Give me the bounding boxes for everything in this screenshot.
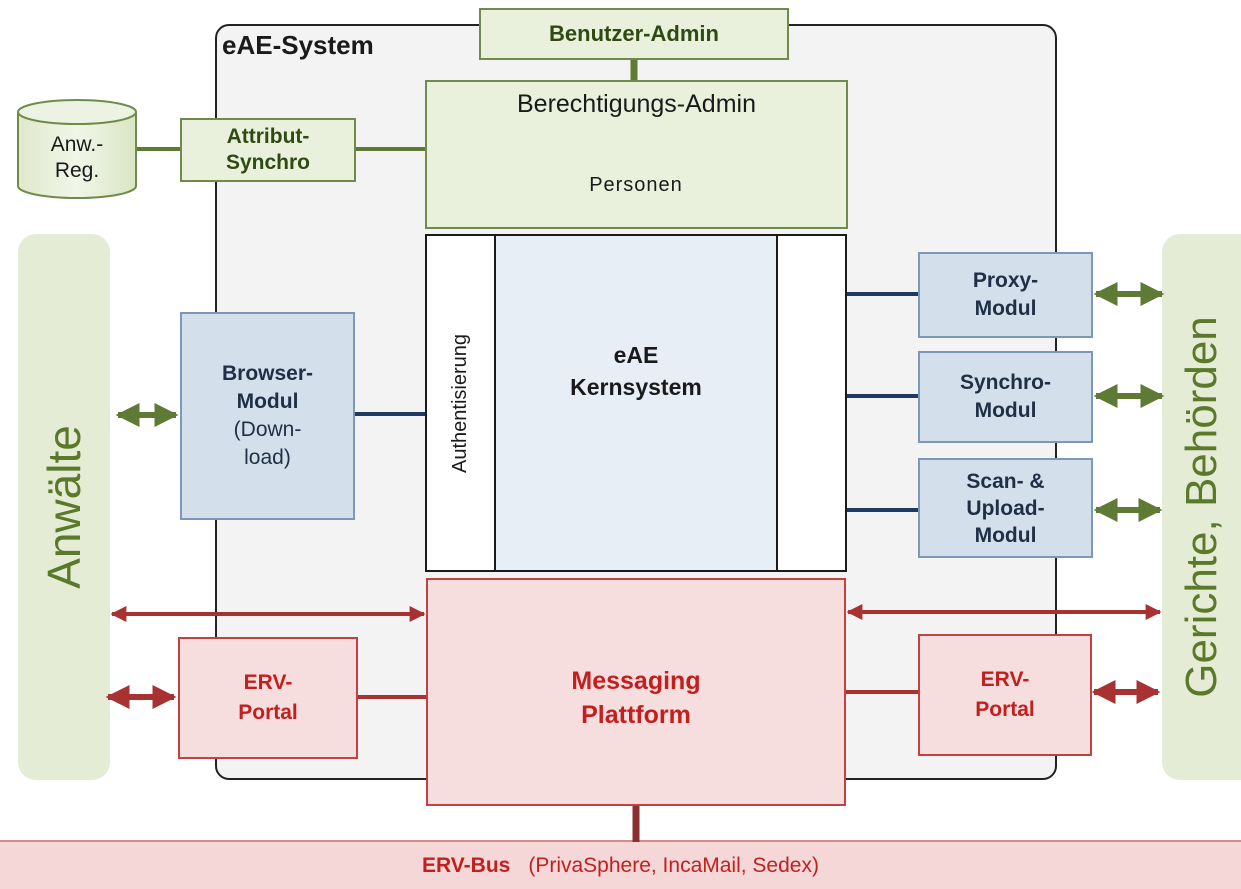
browser-modul-line2: Modul bbox=[236, 390, 299, 413]
erv-portal-right-line2: Portal bbox=[975, 698, 1035, 721]
erv-bus-label: ERV-Bus bbox=[422, 853, 511, 877]
proxy-modul-line2: Modul bbox=[974, 297, 1037, 320]
kern-title-line2: Kernsystem bbox=[570, 374, 702, 400]
erv-bus-detail: (PrivaSphere, IncaMail, Sedex) bbox=[528, 853, 819, 877]
attribut-synchro-line1: Attribut- bbox=[226, 125, 310, 148]
kern-title-line1: eAE bbox=[613, 342, 659, 368]
berechtigungs-admin-box: Berechtigungs-Admin bbox=[425, 80, 848, 229]
personen-label: Personen bbox=[589, 173, 683, 196]
synchro-modul-line2: Modul bbox=[974, 399, 1037, 422]
auth-label-wrap: Authentisierung bbox=[425, 234, 496, 572]
auth-label: Authentisierung bbox=[449, 333, 472, 473]
anw-reg-database-icon bbox=[17, 99, 137, 199]
auth-column bbox=[425, 234, 496, 572]
messaging-plattform-box: Messaging Plattform bbox=[426, 578, 846, 806]
messaging-line1: Messaging bbox=[571, 667, 701, 695]
erv-portal-left-box: ERV- Portal bbox=[178, 637, 358, 759]
kern-right-column bbox=[776, 234, 847, 572]
kern-title: eAE Kernsystem bbox=[496, 336, 776, 406]
scan-modul-line2: Upload- bbox=[966, 496, 1045, 520]
attribut-synchro-box: Attribut- Synchro bbox=[180, 118, 356, 182]
browser-modul-box: Browser- Modul (Down- load) bbox=[180, 312, 355, 520]
erv-portal-left-line2: Portal bbox=[238, 701, 298, 724]
erv-bus-bar: ERV-Bus (PrivaSphere, IncaMail, Sedex) bbox=[0, 840, 1241, 889]
eae-system-title: eAE-System bbox=[222, 30, 374, 60]
synchro-modul-line1: Synchro- bbox=[959, 371, 1051, 394]
gerichte-sidebar: Gerichte, Behörden bbox=[1162, 234, 1241, 780]
scan-modul-line3: Modul bbox=[974, 523, 1037, 547]
anwaelte-sidebar: Anwälte bbox=[18, 234, 110, 780]
scan-upload-modul-box: Scan- & Upload- Modul bbox=[918, 458, 1093, 558]
scan-modul-line1: Scan- & bbox=[966, 469, 1045, 493]
messaging-line2: Plattform bbox=[581, 701, 691, 729]
erv-portal-right-line1: ERV- bbox=[980, 668, 1030, 691]
benutzer-admin-label: Benutzer-Admin bbox=[549, 21, 719, 46]
benutzer-admin-box: Benutzer-Admin bbox=[479, 8, 789, 60]
erv-portal-left-line1: ERV- bbox=[243, 671, 293, 694]
attribut-synchro-line2: Synchro bbox=[225, 151, 311, 174]
browser-modul-line1: Browser- bbox=[221, 362, 314, 385]
anw-reg-line1: Anw.- bbox=[50, 133, 104, 156]
browser-modul-line3: (Down- bbox=[233, 418, 302, 441]
anw-reg-line2: Reg. bbox=[54, 159, 100, 182]
synchro-modul-box: Synchro- Modul bbox=[918, 351, 1093, 443]
browser-modul-line4: load) bbox=[244, 446, 291, 469]
erv-portal-right-box: ERV- Portal bbox=[918, 634, 1092, 756]
proxy-modul-box: Proxy- Modul bbox=[918, 252, 1093, 338]
anw-reg-label: Anw.- Reg. bbox=[18, 128, 136, 188]
proxy-modul-line1: Proxy- bbox=[972, 269, 1039, 292]
berechtigungs-admin-label: Berechtigungs-Admin bbox=[516, 90, 756, 118]
